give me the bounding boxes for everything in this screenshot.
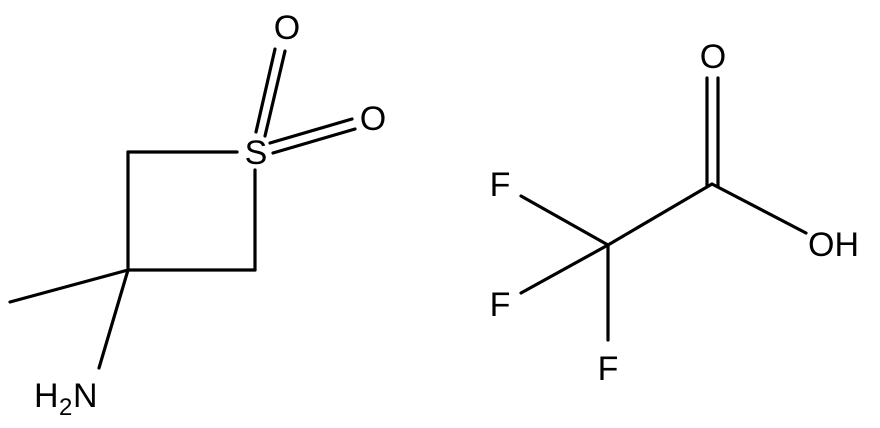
carbonyl-oxygen-label: O xyxy=(700,38,726,76)
bond-s-o-top-b xyxy=(263,49,287,138)
oxygen-top-label: O xyxy=(274,9,300,47)
bond-s-o-right-a xyxy=(268,117,354,145)
bond-c-f-left xyxy=(519,243,610,295)
amine-n-label: N xyxy=(73,377,98,415)
oxygen-right-label: O xyxy=(360,100,386,138)
bond-s-o-right-b xyxy=(271,127,357,155)
amine-subscript-label: 2 xyxy=(59,394,72,421)
sulfur-label: S xyxy=(245,134,268,172)
molecule-trifluoroacetic-acid: O OH F F F xyxy=(490,38,859,388)
hydroxyl-label: OH xyxy=(808,226,859,264)
molecule-thietane-dioxide: S O O H 2 N xyxy=(8,9,386,421)
fluorine-top-label: F xyxy=(490,166,511,204)
fluorine-bottom-label: F xyxy=(598,350,619,388)
bond-c-f-top xyxy=(519,194,610,247)
bond-s-o-top-a xyxy=(254,47,277,134)
bond-c-oh xyxy=(710,182,808,235)
amine-h-label: H xyxy=(34,377,59,415)
fluorine-left-label: F xyxy=(490,286,511,324)
bond-c3-methyl xyxy=(8,268,130,304)
bond-cf3-carbonyl xyxy=(606,182,714,247)
amine-group-label: H 2 N xyxy=(34,377,98,421)
bond-c3-nitrogen xyxy=(97,268,130,370)
